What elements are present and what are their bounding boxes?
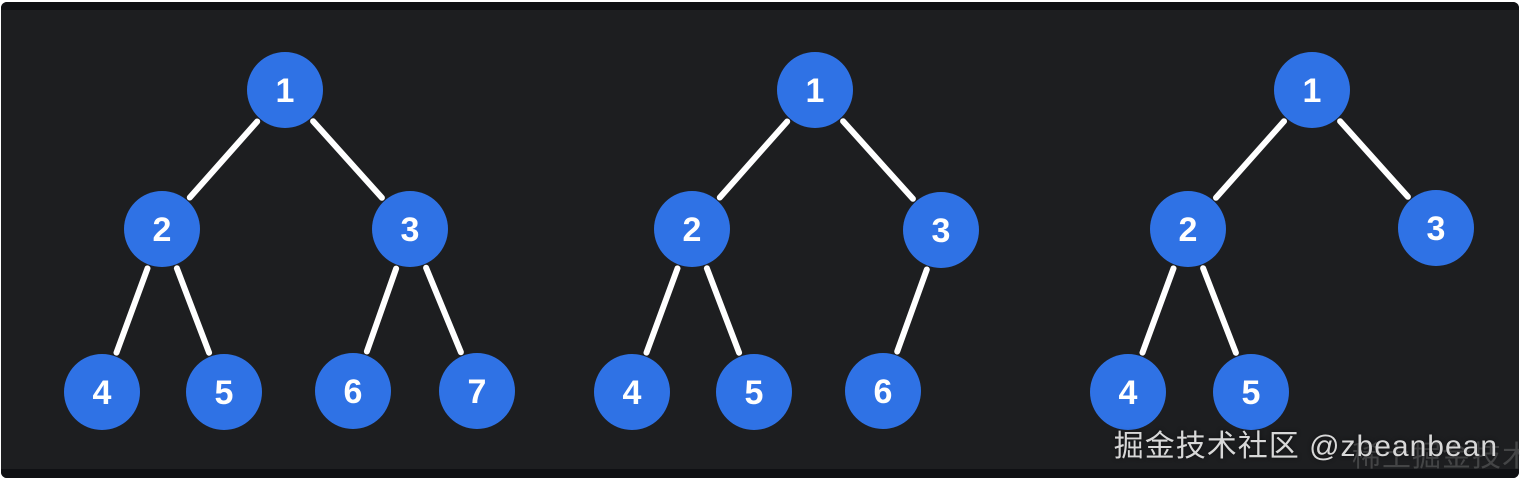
tree-3-node-3 (1398, 190, 1474, 266)
tree-2-node-label-6: 6 (874, 373, 893, 411)
tree-3-node-2 (1150, 191, 1226, 267)
tree-1-edge-2-4 (113, 265, 151, 356)
watermark-ghost-text: 稀土掘金技术社区 (1352, 441, 1520, 473)
tree-3-node-1 (1274, 52, 1350, 128)
tree-1-node-1 (247, 52, 323, 128)
tree-1-node-3 (372, 191, 448, 267)
tree-1-node-label-4: 4 (93, 374, 112, 412)
tree-2-node-2 (654, 191, 730, 267)
tree-2-node-5 (716, 354, 792, 430)
tree-2: 1 2 3 4 5 6 (594, 52, 979, 430)
tree-2-node-1 (777, 52, 853, 128)
tree-3: 1 2 3 4 5 (1090, 52, 1474, 430)
tree-2-edge-2-5 (703, 265, 743, 356)
tree-1-node-7 (439, 353, 515, 429)
tree-2-edge-3-6 (894, 266, 930, 355)
tree-3-node-label-2: 2 (1179, 211, 1198, 249)
tree-1-node-label-6: 6 (344, 373, 363, 411)
tree-1-edge-1-2 (186, 118, 261, 201)
tree-2-node-6 (845, 353, 921, 429)
panel-bottom-band (1, 469, 1519, 478)
tree-3-node-label-4: 4 (1119, 374, 1138, 412)
tree-1: 1 2 3 4 5 6 7 (64, 52, 515, 430)
tree-2-node-4 (594, 354, 670, 430)
tree-2-edge-1-3 (840, 118, 916, 202)
tree-3-node-label-5: 5 (1242, 374, 1261, 412)
tree-1-node-label-3: 3 (401, 211, 420, 249)
tree-3-edge-1-3 (1337, 118, 1411, 200)
watermark-text: 掘金技术社区 @zbeanbean (1113, 430, 1498, 463)
tree-1-node-2 (124, 191, 200, 267)
tree-2-node-label-3: 3 (932, 212, 951, 250)
tree-3-node-label-1: 1 (1303, 72, 1322, 110)
tree-1-node-6 (315, 353, 391, 429)
tree-1-node-4 (64, 354, 140, 430)
tree-2-edge-2-4 (643, 265, 681, 356)
tree-1-node-label-7: 7 (468, 373, 487, 411)
tree-2-node-label-5: 5 (745, 374, 764, 412)
tree-3-node-5 (1213, 354, 1289, 430)
tree-2-node-label-4: 4 (623, 374, 642, 412)
tree-3-node-4 (1090, 354, 1166, 430)
tree-3-edge-1-2 (1213, 118, 1287, 201)
tree-1-node-5 (186, 354, 262, 430)
tree-1-edge-3-7 (423, 264, 464, 356)
tree-2-node-label-1: 1 (806, 72, 825, 110)
tree-1-edge-1-3 (310, 118, 385, 201)
tree-2-node-3 (903, 192, 979, 268)
tree-1-edge-3-6 (363, 265, 400, 355)
tree-2-node-label-2: 2 (683, 211, 702, 249)
panel-top-band (1, 2, 1519, 10)
tree-1-node-label-2: 2 (153, 211, 172, 249)
tree-2-edge-1-2 (716, 118, 791, 201)
tree-1-node-label-1: 1 (276, 72, 295, 110)
tree-1-node-label-5: 5 (215, 374, 234, 412)
tree-3-node-label-3: 3 (1427, 210, 1446, 248)
tree-3-edge-2-5 (1200, 265, 1239, 356)
tree-1-edge-2-5 (173, 265, 213, 356)
tree-3-edge-2-4 (1139, 265, 1177, 356)
